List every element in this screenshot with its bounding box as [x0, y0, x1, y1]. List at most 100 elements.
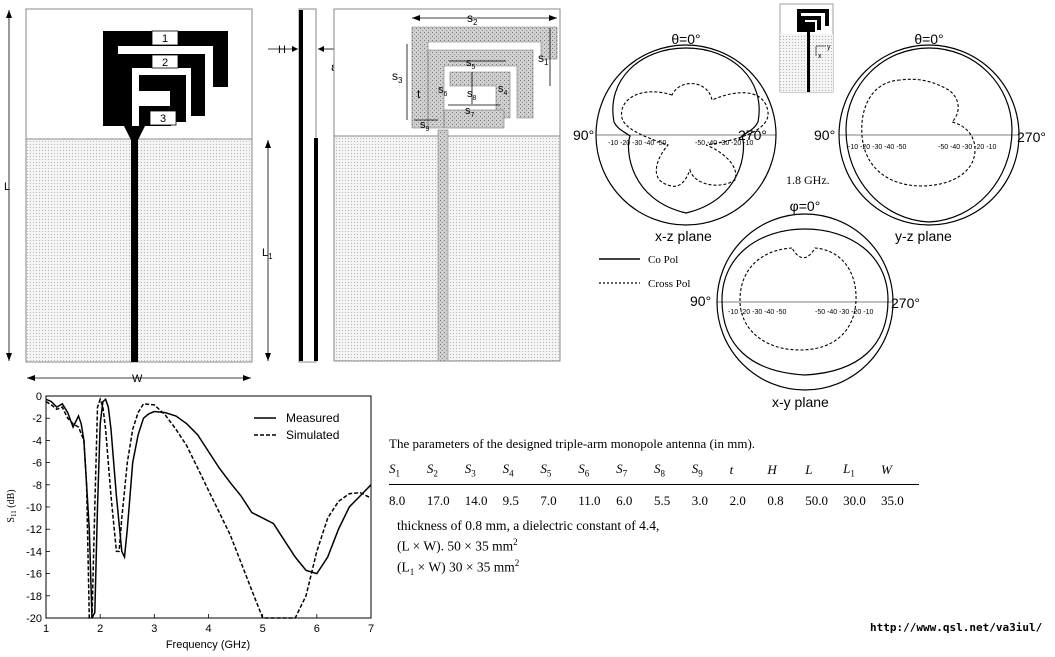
- dim-s3-label: s3: [392, 69, 403, 85]
- y-tick-label: 0: [36, 391, 42, 403]
- params-header-cell: S2: [426, 458, 465, 485]
- y-tick-label: -2: [32, 413, 42, 425]
- notes-block: thickness of 0.8 mm, a dielectric consta…: [397, 517, 659, 581]
- y-tick-label: -8: [32, 480, 42, 492]
- y-tick-label: -10: [26, 502, 42, 514]
- param-arm-2: [427, 49, 534, 129]
- arm-label-2: 2: [162, 57, 168, 69]
- x-tick-label: 5: [260, 623, 266, 635]
- yz-ticks-right: -50 -40 -30 -20 -10: [938, 144, 996, 151]
- xy-cross-pol: [739, 247, 857, 351]
- dim-s5-label: s5: [466, 57, 476, 71]
- yz-top-label: θ=0°: [914, 31, 943, 47]
- yz-right-label: 270°: [1017, 129, 1046, 145]
- xy-right-label: 270°: [891, 295, 920, 311]
- xz-left-label: 90°: [573, 127, 594, 143]
- params-header-cell: S5: [540, 458, 579, 485]
- dim-s6-label: s6: [438, 84, 448, 98]
- radiation-pattern-xz: θ=0° 90° 270° -10 -20 -30 -40 -50 -50 -4…: [573, 31, 777, 244]
- params-value-cell: 50.0: [805, 492, 828, 508]
- series-line-measured: [45, 398, 372, 619]
- x-tick-label: 7: [368, 623, 374, 635]
- yz-left-label: 90°: [814, 127, 835, 143]
- chart-xlabel: Frequency (GHz): [166, 639, 250, 651]
- y-tick-label: -20: [26, 613, 42, 625]
- y-tick-label: -4: [32, 435, 42, 447]
- params-value-cell: 14.0: [464, 492, 488, 508]
- dim-L-label: L: [4, 181, 10, 193]
- legend-cross-label: Cross Pol: [648, 278, 691, 290]
- xz-cross-pol: [621, 82, 769, 187]
- params-value-cell: 11.0: [578, 492, 601, 508]
- xy-caption: x-y plane: [772, 394, 829, 410]
- x-tick-label: 3: [151, 623, 157, 635]
- antenna-inset: y x: [779, 3, 834, 93]
- dim-s7-label: s7: [465, 105, 475, 119]
- xy-ticks-left: -10 -20 -30 -40 -50: [728, 309, 786, 316]
- params-value-cell: 17.0: [426, 492, 450, 508]
- xz-ticks-left: -10 -20 -30 -40 -50: [608, 140, 666, 147]
- x-tick-label: 2: [97, 623, 103, 635]
- yz-cross-pol: [861, 78, 976, 187]
- params-value-cell: 35.0: [881, 492, 904, 508]
- xy-ticks-right: -50 -40 -30 -20 -10: [815, 309, 873, 316]
- note-line-1: thickness of 0.8 mm, a dielectric consta…: [397, 518, 660, 533]
- antenna-parametric-view: s2 s1 s3 t s5 s6 s8 s4 s7 s9: [333, 8, 561, 362]
- params-caption: The parameters of the designed triple-ar…: [389, 436, 756, 451]
- feed-line: [131, 133, 138, 362]
- antenna-side-view: H εr: [268, 8, 340, 363]
- y-tick-label: -14: [26, 546, 42, 558]
- x-tick-label: 4: [205, 623, 211, 635]
- dim-L1-label: L1: [262, 247, 273, 261]
- params-header-cell: L: [805, 458, 844, 485]
- xz-caption: x-z plane: [655, 228, 712, 244]
- series-line-simulated: [45, 397, 372, 619]
- params-value-cell: 8.0: [389, 492, 406, 508]
- inset-y-label: y: [827, 44, 831, 51]
- params-header-cell: S9: [691, 458, 730, 485]
- params-header-cell: S3: [464, 458, 503, 485]
- dim-s1-label: s1: [538, 51, 549, 67]
- xz-co-pol: [612, 47, 760, 214]
- arm-1: [103, 31, 228, 126]
- radiation-pattern-xy: φ=0° 90° 270° -10 -20 -30 -40 -50 -50 -4…: [690, 198, 920, 410]
- params-header-cell: S8: [653, 458, 692, 485]
- legend-co-label: Co Pol: [648, 254, 678, 266]
- params-block: The parameters of the designed triple-ar…: [389, 436, 919, 512]
- y-tick-label: -16: [26, 569, 42, 581]
- radiation-legend: Co Pol Cross Pol: [599, 254, 691, 290]
- frequency-label: 1.8 GHz.: [786, 173, 830, 187]
- y-tick-label: -12: [26, 524, 42, 536]
- arm-2: [118, 54, 205, 126]
- xz-top-label: θ=0°: [671, 31, 700, 47]
- xy-co-pol: [721, 228, 889, 376]
- params-value-cell: 0.8: [767, 492, 784, 508]
- arm-label-3: 3: [160, 113, 166, 125]
- params-header-cell: S1: [389, 458, 427, 485]
- xy-left-label: 90°: [690, 293, 711, 309]
- params-header-cell: S7: [616, 458, 654, 485]
- dim-s9-label: s9: [420, 119, 430, 133]
- xz-ticks-right: -50 -40 -30 -20 -10: [695, 140, 753, 147]
- params-value-cell: 7.0: [540, 492, 557, 508]
- params-value-cell: 30.0: [843, 492, 866, 508]
- param-feed-line: [437, 129, 449, 362]
- xy-top-label: φ=0°: [790, 198, 821, 214]
- x-tick-label: 6: [314, 623, 320, 635]
- y-tick-label: -18: [26, 591, 42, 603]
- dim-s2-label: s2: [467, 11, 478, 27]
- yz-caption: y-z plane: [895, 228, 952, 244]
- x-tick-label: 1: [43, 623, 49, 635]
- dim-t-label: t: [417, 87, 421, 101]
- arm-3: [139, 75, 186, 122]
- side-top-metal: [299, 10, 303, 361]
- chart-ylabel: S11 (dB): [6, 489, 18, 522]
- y-tick-label: -6: [32, 458, 42, 470]
- params-header-cell: S4: [502, 458, 541, 485]
- source-url: http://www.qsl.net/va3iul/: [870, 621, 1043, 634]
- xz-right-label: 270°: [738, 127, 767, 143]
- params-header-cell: H: [767, 458, 806, 485]
